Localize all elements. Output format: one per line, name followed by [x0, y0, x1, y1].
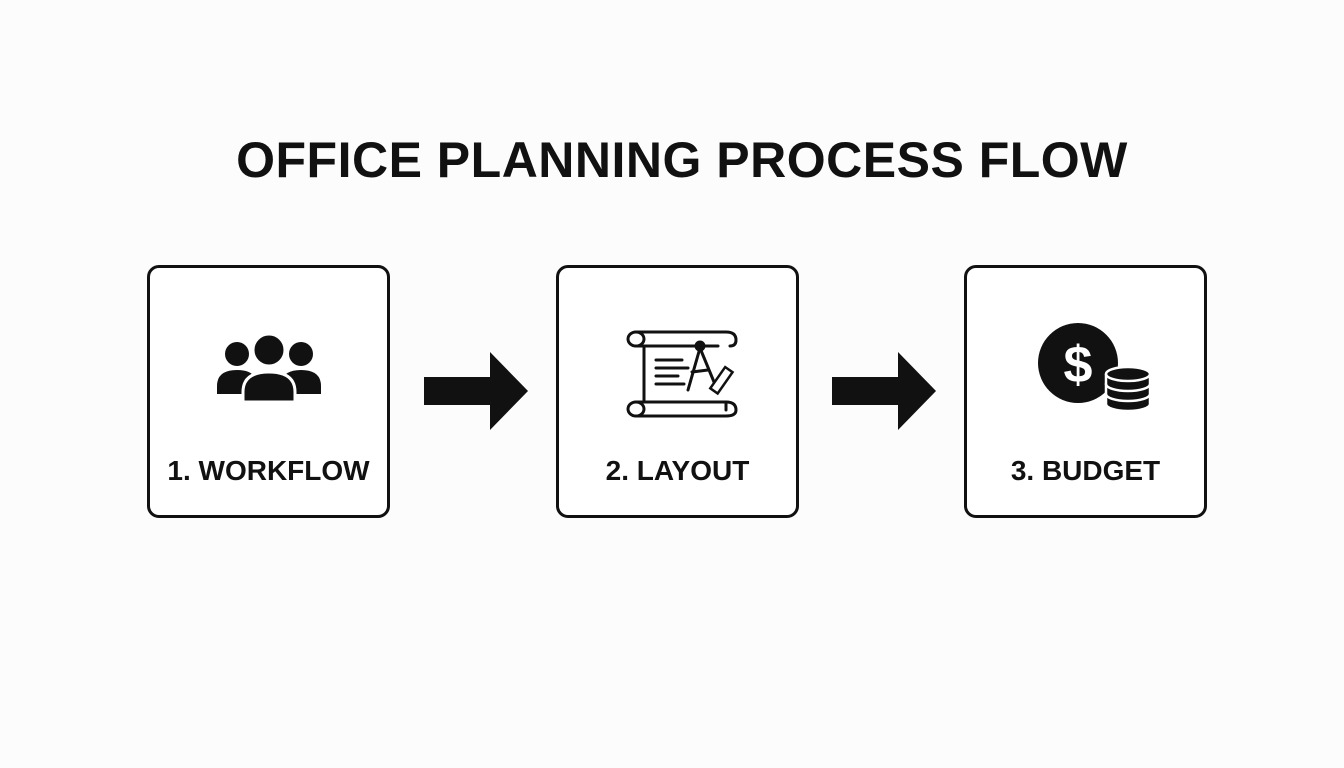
step-budget-label: 3. BUDGET [1010, 455, 1161, 486]
people-group-icon [199, 318, 339, 428]
arrow-right-icon [832, 352, 938, 430]
dollar-coins-icon: $ [1016, 318, 1156, 428]
svg-text:$: $ [1063, 336, 1092, 394]
step-budget-box: $ 3. BUDGET [964, 265, 1207, 518]
arrow-right-icon [424, 352, 530, 430]
blueprint-compass-icon [608, 318, 748, 428]
step-layout-label: 2. LAYOUT [605, 455, 750, 486]
step-workflow-box: 1. WORKFLOW [147, 265, 390, 518]
step-layout-box: 2. LAYOUT [556, 265, 799, 518]
step-workflow-label: 1. WORKFLOW [167, 455, 370, 486]
diagram-title: OFFICE PLANNING PROCESS FLOW [236, 132, 1128, 188]
